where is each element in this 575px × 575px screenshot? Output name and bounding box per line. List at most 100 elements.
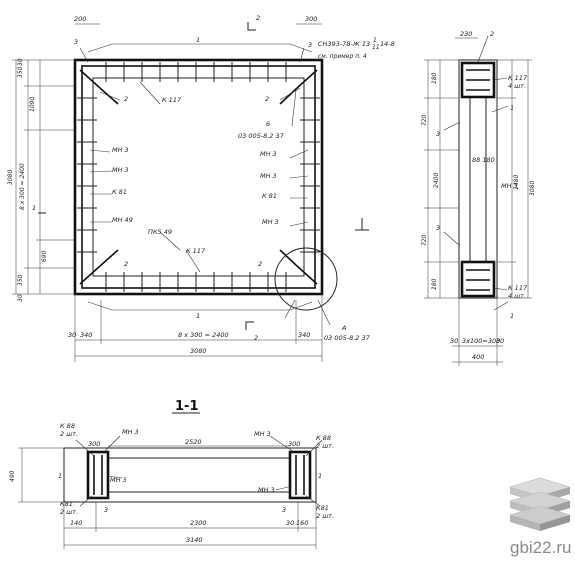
side-dim-bottom bbox=[452, 298, 503, 366]
plan-dim-bottom bbox=[74, 294, 323, 362]
cut-mark-bottom bbox=[245, 321, 254, 330]
section-label-k88-left: К 88 bbox=[60, 422, 75, 430]
cut-label-left: 1 bbox=[32, 204, 36, 212]
plan-view: 200 300 3 1 3 СН393-78-Ж 13 1 11 14-8 см… bbox=[7, 14, 395, 362]
detail-circle-a bbox=[274, 247, 338, 311]
section-right-block bbox=[288, 450, 312, 500]
section-stirrups bbox=[93, 455, 305, 495]
note-tail: 14-8 bbox=[380, 40, 395, 48]
side-label-pos-1-top: 1 bbox=[510, 104, 514, 112]
side-dim-88-180: 88 180 bbox=[472, 156, 495, 164]
watermark-text: gbi22.ru bbox=[510, 538, 571, 557]
note-frac-top: 1 bbox=[373, 37, 377, 44]
dim-bottom-340-left: 340 bbox=[80, 331, 92, 339]
note-example: см. пример п. 4 bbox=[318, 53, 367, 60]
section-label-k81-left-count: 2 шт. bbox=[60, 508, 78, 516]
dim-bottom-340-right: 340 bbox=[298, 331, 310, 339]
side-dim-720-bottom: 720 bbox=[421, 234, 428, 246]
label-ref-6: 6 bbox=[266, 120, 270, 128]
label-pos-2-b: 2 bbox=[265, 95, 269, 103]
side-label-k117-bottom: К 117 bbox=[508, 284, 528, 292]
label-k81-right: К 81 bbox=[262, 192, 277, 200]
side-leaders bbox=[443, 35, 509, 311]
side-dim-3x100: 3x100=300 bbox=[462, 337, 500, 345]
side-label-pos-1-bottom: 1 bbox=[510, 312, 514, 320]
side-dim-3080: 3080 bbox=[529, 181, 536, 196]
label-pk549: ПК5 49 bbox=[148, 228, 172, 236]
plan-stirrups-left bbox=[77, 97, 97, 253]
dim-left-3080: 3080 bbox=[7, 170, 14, 185]
side-dim-230: 230 bbox=[460, 30, 472, 38]
label-mn3-left-b: МН 3 bbox=[112, 166, 129, 174]
label-ref-a-doc: 03 005-8.2 37 bbox=[324, 334, 371, 342]
side-outline bbox=[458, 59, 498, 299]
side-label-k117-bottom-count: 4 шт. bbox=[508, 292, 526, 300]
label-pos-2-d: 2 bbox=[258, 260, 262, 268]
plan-corner-bars bbox=[79, 69, 318, 285]
dim-300: 300 bbox=[305, 15, 317, 23]
dim-left-8x300: 8 x 300 = 2400 bbox=[19, 163, 26, 210]
label-mn3-right-b: МН 3 bbox=[260, 172, 277, 180]
watermark-logo bbox=[508, 477, 572, 531]
plan-outer-frame bbox=[73, 58, 324, 296]
side-label-pos-3-top: 3 bbox=[436, 130, 440, 138]
plan-stirrups-bottom bbox=[105, 272, 287, 292]
section-label-pos-1-left: 1 bbox=[58, 472, 62, 480]
section-label-mn3-top-right: МН 3 bbox=[254, 430, 271, 438]
side-dim-left bbox=[424, 59, 459, 299]
plan-stirrups-top bbox=[105, 62, 287, 82]
dim-left-350-bottom: 350 bbox=[17, 274, 24, 286]
section-label-k81-left: К81 bbox=[60, 500, 73, 508]
side-label-pos-3-bottom: 3 bbox=[436, 224, 440, 232]
section-mark-bottom: 2 bbox=[254, 334, 258, 342]
label-k117-top: К 117 bbox=[162, 96, 182, 104]
label-k81-left: К 81 bbox=[112, 188, 127, 196]
side-dim-right bbox=[497, 59, 532, 299]
side-bottom-block bbox=[460, 260, 496, 298]
section-dim-3140: 3140 bbox=[186, 536, 203, 544]
plan-inner-frame bbox=[92, 77, 305, 277]
side-dim-720-top: 720 bbox=[421, 114, 428, 126]
label-pos-3-left: 3 bbox=[74, 38, 78, 46]
section-dim-490: 490 bbox=[9, 470, 16, 482]
section-label-k81-right-count: 2 шт. bbox=[316, 512, 334, 520]
section-dim-160: 160 bbox=[296, 519, 308, 527]
dim-bottom-8x300: 8 x 300 = 2400 bbox=[178, 331, 229, 339]
section-label-mn3-mid-left: МН 3 bbox=[110, 476, 127, 484]
side-dim-bottom-30: 30 bbox=[450, 337, 458, 345]
dim-left-350-top: 350 bbox=[17, 66, 24, 78]
side-stirrups bbox=[466, 69, 490, 291]
plan-rebar-ring bbox=[81, 65, 316, 289]
dim-200: 200 bbox=[74, 15, 86, 23]
dim-left-30-top: 30 bbox=[17, 58, 24, 66]
section-label-mn3-top-left: МН 3 bbox=[122, 428, 139, 436]
section-left-block bbox=[86, 450, 110, 500]
section-label-k88-right-count: 2 шт. bbox=[316, 442, 334, 450]
side-dim-2400: 2400 bbox=[433, 173, 440, 188]
section-mark-top: 2 bbox=[256, 14, 260, 22]
plan-dim-left bbox=[12, 59, 75, 295]
section-dim-2520: 2520 bbox=[185, 438, 202, 446]
section-title: 1-1 bbox=[175, 399, 199, 414]
section-label-pos-1-right: 1 bbox=[318, 472, 322, 480]
label-mn49: МН 49 bbox=[112, 216, 133, 224]
label-pos-1-top: 1 bbox=[196, 36, 200, 44]
section-dim-300-left: 300 bbox=[88, 440, 100, 448]
section-1-1: 1-1 К 88 2 шт. 300 МН 3 2520 bbox=[9, 399, 334, 549]
side-label-mn3: МН 3 bbox=[501, 182, 518, 190]
cut-mark-top bbox=[247, 22, 256, 31]
side-view: 230 2 К 117 4 шт. 1 3 88 180 МН 3 3 К 11… bbox=[421, 30, 536, 366]
section-dim-300-right: 300 bbox=[288, 440, 300, 448]
section-label-k88-right: К 88 bbox=[316, 434, 331, 442]
section-dim-140: 140 bbox=[70, 519, 82, 527]
section-label-mn3-mid-right: МН 3 bbox=[258, 486, 275, 494]
label-mn3-right-a: МН 3 bbox=[260, 150, 277, 158]
label-k117-bottom: К 117 bbox=[186, 247, 206, 255]
section-dim-2300: 2300 bbox=[190, 519, 207, 527]
section-label-pos-3-right: 3 bbox=[282, 506, 286, 514]
label-ref-a: А bbox=[341, 324, 346, 332]
side-label-k117-top: К 117 bbox=[508, 74, 528, 82]
side-label-pos-2: 2 bbox=[490, 30, 494, 38]
section-outline bbox=[63, 447, 317, 503]
